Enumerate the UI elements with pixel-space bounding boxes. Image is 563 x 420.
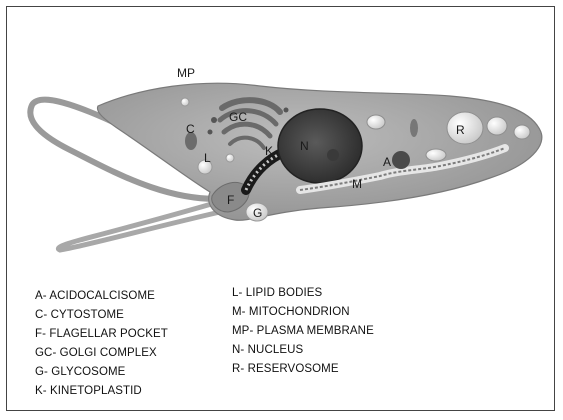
- legend-item: C- CYTOSTOME: [35, 306, 168, 325]
- legend-right: L- LIPID BODIES M- MITOCHONDRION MP- PLA…: [232, 284, 374, 379]
- label-m: M: [352, 177, 362, 191]
- legend-item: N- NUCLEUS: [232, 341, 374, 360]
- label-mp: MP: [177, 66, 195, 80]
- reservosome: [447, 112, 483, 144]
- legend-item: G- GLYCOSOME: [35, 363, 168, 382]
- legend-left: A- ACIDOCALCISOME C- CYTOSTOME F- FLAGEL…: [35, 287, 168, 401]
- nucleus: [278, 109, 362, 183]
- label-n: N: [300, 139, 309, 153]
- acidocalcisome: [392, 151, 410, 169]
- legend-item: R- RESERVOSOME: [232, 360, 374, 379]
- legend-item: M- MITOCHONDRION: [232, 303, 374, 322]
- legend-item: L- LIPID BODIES: [232, 284, 374, 303]
- legend-item: A- ACIDOCALCISOME: [35, 287, 168, 306]
- label-a: A: [383, 155, 391, 169]
- legend-item: GC- GOLGI COMPLEX: [35, 344, 168, 363]
- label-l: L: [204, 151, 211, 165]
- label-g: G: [253, 206, 262, 220]
- legend-item: K- KINETOPLASTID: [35, 382, 168, 401]
- label-r: R: [456, 123, 465, 137]
- legend-item: MP- PLASMA MEMBRANE: [232, 322, 374, 341]
- legend-item: F- FLAGELLAR POCKET: [35, 325, 168, 344]
- label-f: F: [227, 193, 234, 207]
- label-c: C: [186, 122, 195, 136]
- label-gc: GC: [229, 110, 247, 124]
- label-k: K: [265, 144, 273, 158]
